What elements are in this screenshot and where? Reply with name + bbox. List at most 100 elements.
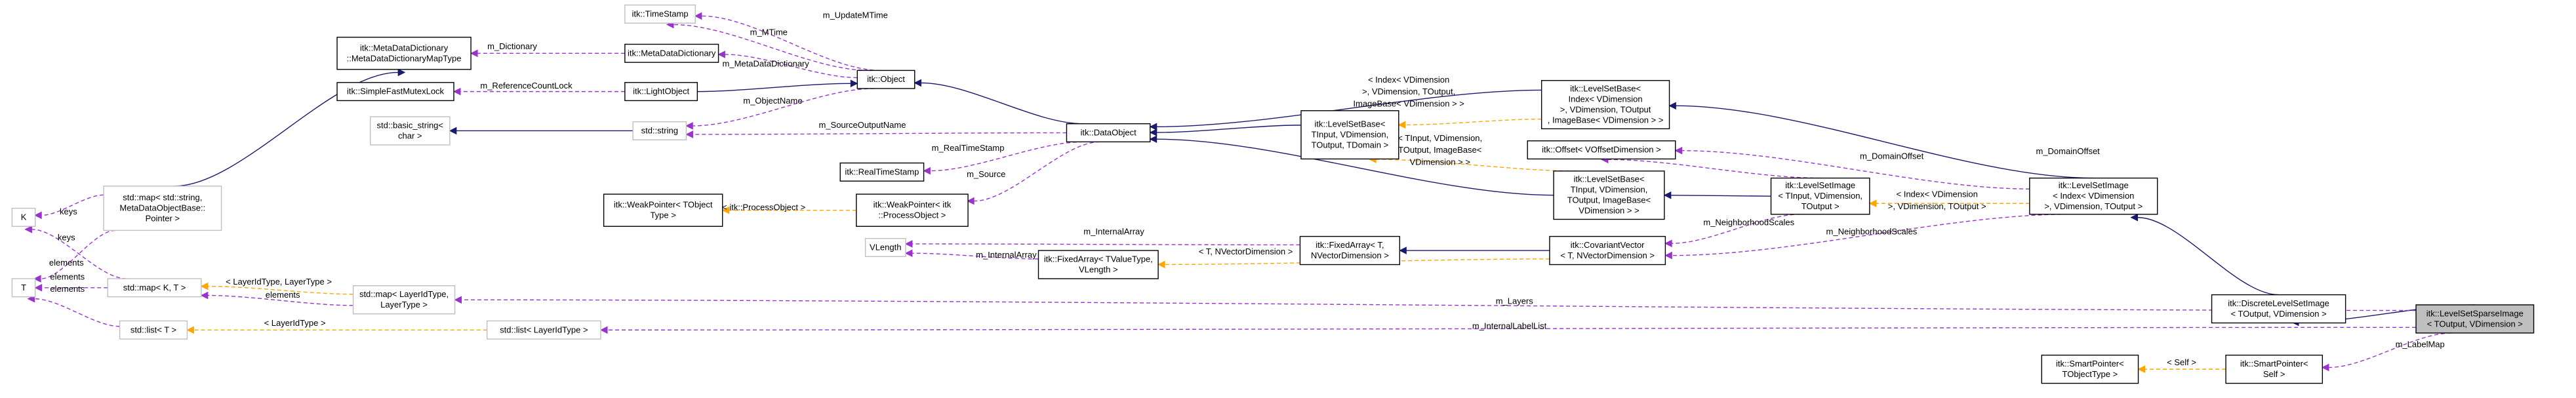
node-smartpointer-tobject[interactable]: itk::SmartPointer<TObjectType > — [2041, 354, 2139, 384]
node-label: itk::RealTimeStamp — [845, 167, 919, 176]
node-simplefastmutexlock[interactable]: itk::SimpleFastMutexLock — [336, 82, 454, 102]
node-metadatadictionary-map[interactable]: itk::MetaDataDictionary::MetaDataDiction… — [336, 37, 472, 70]
node-label: ::MetaDataDictionaryMapType — [347, 53, 462, 63]
node-dataobject[interactable]: itk::DataObject — [1066, 123, 1151, 143]
edge-tmpl-index-vdim — [1868, 199, 2030, 208]
edge-label-self: < Self > — [2167, 357, 2196, 367]
edges-layer — [24, 12, 2475, 373]
node-label: itk::WeakPointer< TObject — [614, 200, 713, 210]
edge-label-m-metadatadictionary: m_MetaDataDictionary — [723, 58, 810, 68]
edge-label-m-domainoffset-2: m_DomainOffset — [2036, 146, 2100, 156]
node-label: std::basic_string< — [376, 120, 443, 130]
node-map-layer[interactable]: std::map< LayerIdType,LayerType > — [352, 285, 456, 315]
node-levelsetimage-index[interactable]: itk::LevelSetImage< Index< VDimension>, … — [2029, 177, 2158, 215]
edge-m-realtimestamp — [923, 141, 1083, 175]
node-label: TInput, VDimension, — [1311, 130, 1388, 140]
node-label: itk::SimpleFastMutexLock — [347, 87, 445, 96]
arrowhead — [1157, 260, 1165, 269]
map-metadataobject-dictionary-map — [174, 68, 406, 187]
node-map-metadataobject[interactable]: std::map< std::string,MetaDataObjectBase… — [103, 186, 222, 231]
basic-string-std-string — [449, 127, 634, 135]
node-label: itk::FixedArray< TValueType, — [1044, 254, 1153, 264]
node-fixedarray-t[interactable]: itk::FixedArray< T,NVectorDimension > — [1299, 235, 1401, 266]
node-label: itk::SmartPointer< — [2056, 359, 2124, 368]
edge-tmpl-layerid — [186, 326, 487, 334]
edge-label-index-tmpl-1: < Index< VDimension — [1368, 75, 1449, 85]
node-label: < TInput, VDimension, — [1778, 191, 1862, 201]
edge-m-metadatadictionary — [717, 50, 858, 79]
node-levelsetimage-tinput[interactable]: itk::LevelSetImage< TInput, VDimension,T… — [1770, 177, 1870, 215]
node-levelsetbase-imagebase[interactable]: itk::LevelSetBase<TInput, VDimension,TOu… — [1553, 170, 1665, 220]
node-basic-string[interactable]: std::basic_string<char > — [369, 116, 451, 146]
node-levelsetbase-index[interactable]: itk::LevelSetBase<Index< VDimension>, VD… — [1540, 80, 1670, 130]
node-vlength[interactable]: VLength — [864, 237, 906, 257]
edge-m-dictionary — [470, 49, 625, 58]
node-label: itk::LevelSetImage — [1785, 180, 1855, 190]
node-label: itk::MetaDataDictionary — [628, 48, 716, 58]
node-map-kt[interactable]: std::map< K, T > — [107, 278, 202, 298]
arrowhead — [397, 68, 406, 77]
arrowhead — [454, 296, 462, 304]
edge-label-m-dictionary: m_Dictionary — [487, 41, 537, 51]
node-label: std::string — [641, 125, 678, 135]
edge-label-t-nvector: < T, NVectorDimension > — [1199, 247, 1293, 256]
node-lightobject[interactable]: itk::LightObject — [624, 82, 698, 102]
node-label: itk::SmartPointer< — [2240, 359, 2308, 368]
node-label: itk::LightObject — [633, 87, 689, 96]
edge-label-elements-1: elements — [49, 258, 84, 268]
edge-label-m-updatemtime: m_UpdateMTime — [823, 10, 888, 20]
node-k[interactable]: K — [11, 207, 36, 227]
edge-m-internallabellist — [599, 326, 2417, 334]
node-offset[interactable]: itk::Offset< VOffsetDimension > — [1527, 140, 1676, 160]
node-label: itk::LevelSetSparseImage — [2426, 308, 2524, 318]
arrowhead — [33, 275, 41, 283]
arrowhead — [200, 291, 209, 300]
edge-label-m-layers: m_Layers — [1496, 296, 1534, 306]
node-label: TOutput > — [1801, 201, 1840, 211]
edge-label-imagebase-tmpl-1: < TInput, VDimension, — [1398, 133, 1482, 143]
node-std-string[interactable]: std::string — [632, 121, 687, 140]
node-metadatadictionary[interactable]: itk::MetaDataDictionary — [624, 43, 719, 63]
node-fixedarray-tvalue[interactable]: itk::FixedArray< TValueType,VLength > — [1037, 250, 1159, 279]
object-dataobject — [914, 79, 1083, 125]
node-label: < TOutput, VDimension > — [2230, 309, 2326, 319]
node-label: TOutput, TDomain > — [1312, 140, 1389, 150]
node-realtimestamp[interactable]: itk::RealTimeStamp — [839, 162, 925, 182]
node-label: itk::TimeStamp — [632, 9, 688, 18]
node-levelsetbase-tdomain[interactable]: itk::LevelSetBase<TInput, VDimension,TOu… — [1300, 110, 1399, 160]
node-label: itk::Offset< VOffsetDimension > — [1542, 145, 1661, 155]
fixedarray-covariantvector — [1399, 247, 1550, 254]
node-label: TInput, VDimension, — [1571, 185, 1648, 195]
node-discrete-levelsetimage[interactable]: itk::DiscreteLevelSetImage< TOutput, VDi… — [2211, 294, 2346, 324]
edge-elements-a — [33, 229, 115, 283]
arrowhead — [453, 87, 461, 96]
arrowhead — [1664, 251, 1672, 260]
node-weakpointer-tobject[interactable]: itk::WeakPointer< TObjectType > — [603, 193, 723, 227]
node-covariantvector[interactable]: itk::CovariantVector< T, NVectorDimensio… — [1549, 235, 1666, 266]
node-t[interactable]: T — [11, 278, 36, 298]
node-label: itk::FixedArray< T, — [1316, 240, 1384, 250]
arrowhead — [470, 49, 478, 58]
arrowhead — [685, 130, 693, 138]
arrowhead — [1149, 129, 1157, 136]
node-levelsetsparseimage[interactable]: itk::LevelSetSparseImage< TOutput, VDime… — [2415, 304, 2535, 334]
node-object[interactable]: itk::Object — [856, 70, 916, 89]
node-label: ::ProcessObject > — [878, 210, 946, 220]
node-list-layer[interactable]: std::list< LayerIdType > — [486, 320, 601, 340]
levelsetimage-discrete — [2130, 213, 2279, 296]
arrowhead — [1674, 146, 1683, 155]
node-label: itk::CovariantVector — [1571, 240, 1645, 250]
node-label: char > — [398, 130, 422, 140]
arrowhead — [1668, 102, 1676, 110]
dataobject-levelsetbase-tdomain — [1149, 125, 1301, 136]
edge-label-index-vdim-1: < Index< VDimension — [1897, 189, 1978, 199]
node-label: itk::MetaDataDictionary — [360, 43, 449, 52]
edge-label-m-internallabellist: m_InternalLabelList — [1472, 321, 1547, 331]
node-label: itk::LevelSetBase< — [1570, 84, 1641, 94]
node-timestamp[interactable]: itk::TimeStamp — [624, 4, 696, 24]
node-smartpointer-self[interactable]: itk::SmartPointer<Self > — [2225, 354, 2324, 384]
edge-label-m-neighborhoodscales-1: m_NeighborhoodScales — [1703, 218, 1794, 228]
edge-m-domainoffset-a — [1674, 146, 2030, 189]
node-list-t[interactable]: std::list< T > — [119, 320, 188, 340]
node-weakpointer-process[interactable]: itk::WeakPointer< itk::ProcessObject > — [856, 193, 969, 227]
